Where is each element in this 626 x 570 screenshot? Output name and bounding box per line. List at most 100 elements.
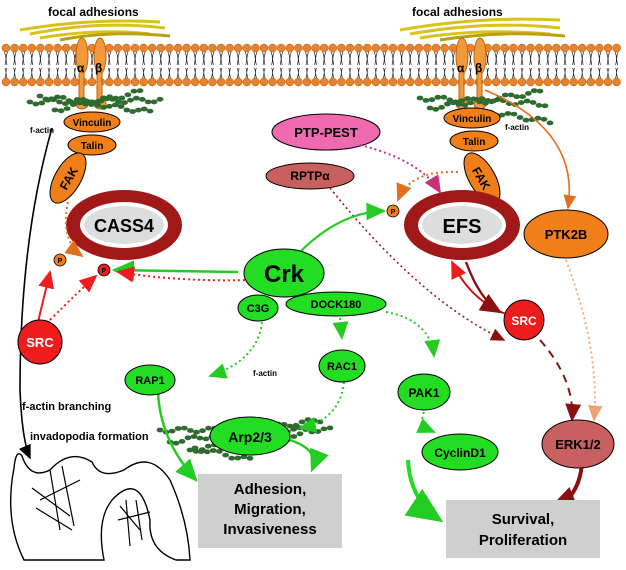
cyclind1-label: CyclinD1 — [434, 446, 486, 460]
lipid-head-bottom — [251, 77, 260, 87]
f-actin-label-arp: f-actin — [253, 369, 277, 378]
actin-bead — [314, 429, 322, 434]
lipid-head-bottom — [276, 77, 286, 87]
actin-bead — [136, 88, 144, 94]
actin-bead — [432, 106, 440, 112]
alpha-label-right: α — [457, 61, 465, 75]
lipid-head-top — [517, 43, 527, 53]
src-node-left — [17, 319, 63, 365]
lipid-head-bottom — [1, 77, 11, 87]
cass4-label: CASS4 — [94, 216, 154, 236]
actin-bead — [187, 428, 194, 433]
actin-bead — [38, 100, 46, 106]
actin-bead — [534, 115, 542, 121]
arrow-fak-cass4-p — [64, 201, 84, 258]
actin-bead — [540, 116, 548, 122]
actin-bead — [546, 120, 554, 126]
cell-membrane — [1, 43, 621, 87]
lipid-head-top — [345, 43, 355, 53]
lipid-tails — [485, 51, 490, 79]
arrow-integrin-ptk2b — [484, 89, 577, 210]
lipid-head-top — [113, 43, 123, 53]
cyclind1-node — [421, 433, 499, 471]
actin-bead — [199, 428, 206, 434]
actin-bead — [106, 103, 113, 109]
lipid-head-bottom — [319, 77, 329, 87]
actin-bead — [204, 443, 212, 449]
lipid-tails — [597, 51, 602, 79]
actin-bead — [54, 94, 61, 100]
actin-bead — [510, 111, 518, 117]
actin-bead — [222, 452, 230, 458]
actin-bead — [449, 100, 457, 106]
lipid-head-top — [173, 43, 183, 53]
dock180-label: DOCK180 — [311, 299, 362, 311]
focal-adhesions-label-left: focal adhesions — [48, 5, 139, 19]
lipid-head-top — [577, 43, 587, 53]
arrow-crk-cass4 — [111, 260, 239, 281]
fak-left: FAK — [49, 152, 87, 204]
arp23-node — [209, 416, 291, 456]
actin-bead — [172, 440, 180, 446]
actin-bead — [292, 422, 300, 428]
actin-bead — [178, 439, 186, 444]
arrow-src-left-cass4 — [49, 274, 98, 321]
f-actin-filaments — [26, 88, 554, 461]
actin-bead — [507, 92, 515, 98]
rap1-label: RAP1 — [135, 375, 164, 387]
lipid-tails — [64, 51, 69, 79]
actin-bead — [484, 98, 492, 103]
phospho-sites: P P P — [53, 204, 400, 277]
lipid-head-top — [225, 43, 234, 53]
lipid-head-bottom — [259, 77, 269, 87]
arrow-crk-efs — [299, 202, 387, 253]
lipid-head-bottom — [87, 77, 97, 87]
actin-bead — [112, 95, 120, 101]
lipid-head-top — [414, 43, 424, 53]
lipid-head-bottom — [509, 77, 518, 87]
actin-bead — [144, 99, 152, 105]
survival-box-line2: Proliferation — [479, 532, 567, 549]
arrow-c3g-rap1 — [208, 321, 263, 379]
actin-bead — [286, 423, 294, 429]
lipid-tails — [287, 51, 292, 79]
lipid-head-top — [44, 43, 54, 53]
lipid-head-bottom — [569, 77, 578, 87]
actin-bead — [422, 98, 430, 103]
lipid-tails — [262, 51, 266, 79]
lipid-tails — [270, 51, 275, 79]
vinculin-right — [443, 107, 501, 129]
lipid-tails — [537, 51, 542, 79]
phospho-p-label-1: P — [58, 258, 63, 265]
phospho-p-label-2: P — [102, 268, 107, 275]
actin-bead — [444, 101, 451, 107]
arrow-src-erk — [539, 339, 582, 422]
lipid-tails — [219, 51, 223, 79]
pak1-label: PAK1 — [408, 386, 439, 400]
actin-bead — [193, 429, 200, 435]
lipid-tails — [133, 51, 137, 79]
lipid-head-bottom — [27, 77, 37, 87]
actin-bead — [174, 426, 182, 431]
actin-bead — [100, 95, 107, 101]
focal-adhesion-fibres-right — [399, 17, 566, 42]
lipid-head-bottom — [534, 77, 544, 87]
phospho-p-label-3: P — [391, 209, 396, 216]
lipid-tails — [4, 51, 8, 79]
actin-bead — [32, 101, 40, 107]
actin-bead — [490, 98, 498, 104]
talin-right — [449, 130, 499, 152]
actin-bead — [168, 428, 176, 434]
arrow-rap1-adhesion — [156, 391, 198, 482]
lipid-tails — [563, 51, 567, 79]
actin-bead — [523, 98, 531, 104]
actin-bead — [234, 455, 242, 461]
lipid-head-top — [431, 43, 441, 53]
actin-bead — [535, 103, 543, 108]
lipid-head-top — [18, 43, 28, 53]
actin-bead — [130, 88, 138, 94]
actin-bead — [94, 99, 101, 105]
lipid-head-top — [552, 43, 561, 53]
actin-bead — [290, 426, 297, 432]
lipid-tails — [176, 51, 180, 79]
